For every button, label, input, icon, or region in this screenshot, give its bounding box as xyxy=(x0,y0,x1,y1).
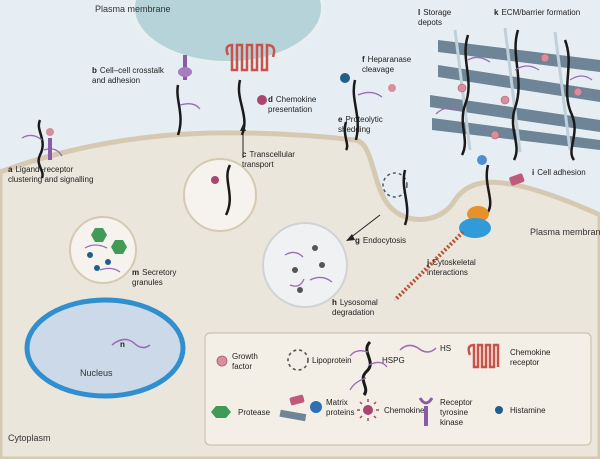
cytoplasm-label: Cytoplasm xyxy=(8,433,51,443)
nucleus xyxy=(24,297,186,399)
chemokine-receptor-icon xyxy=(467,343,500,369)
legend-growth-factor: Growth factor xyxy=(232,352,258,371)
lipoprotein-icon xyxy=(287,349,309,371)
histamine-icon xyxy=(495,406,503,414)
receptor-tyrosine-kinase-icon xyxy=(418,397,434,426)
process-n: n xyxy=(120,340,125,349)
ecm-bars xyxy=(430,27,600,153)
hspg-b xyxy=(176,55,201,136)
legend-receptor-tyrosine-kinase: Receptor tyrosine kinase xyxy=(440,398,473,427)
legend-chemokine: Chemokine xyxy=(384,406,425,415)
legend-chemokine-receptor: Chemokine receptor xyxy=(510,348,551,367)
legend-hspg: HSPG xyxy=(382,356,405,365)
hspg-icon-chains xyxy=(349,350,388,391)
hspg-icon xyxy=(361,340,372,396)
neighbor-cell xyxy=(131,0,325,65)
growth-factor-icon xyxy=(216,355,228,367)
chemokine-icon xyxy=(357,399,379,421)
endocytosis-cargo xyxy=(382,169,409,226)
legend-lipoprotein: Lipoprotein xyxy=(312,356,352,365)
secretory-granule xyxy=(69,216,137,284)
legend-histamine: Histamine xyxy=(510,406,546,415)
legend-hs: HS xyxy=(440,344,452,353)
hspg-f xyxy=(340,73,396,141)
protease-icon xyxy=(211,406,231,418)
granule-contents xyxy=(84,228,127,273)
cytoskeletal-filament xyxy=(393,230,465,302)
stored-growth-factors xyxy=(457,53,583,140)
plasma-membrane-right-label: Plasma membrane xyxy=(530,227,600,237)
hs-icon xyxy=(399,344,437,353)
nucleus-hs xyxy=(111,338,151,349)
legend-protease: Protease xyxy=(238,408,271,417)
legend-matrix-proteins: Matrix proteins xyxy=(326,398,355,417)
lysosome xyxy=(262,222,348,308)
nucleus-label: Nucleus xyxy=(80,368,113,378)
matrix-proteins-icon xyxy=(279,394,322,422)
shed-hspg-e xyxy=(343,121,349,151)
ecm-hspg xyxy=(435,29,593,161)
adhesion-complex-i xyxy=(459,155,525,238)
hspg-a xyxy=(21,119,63,179)
transport-vesicle xyxy=(183,158,257,232)
plasma-membrane-top-label: Plasma membrane xyxy=(95,4,171,14)
